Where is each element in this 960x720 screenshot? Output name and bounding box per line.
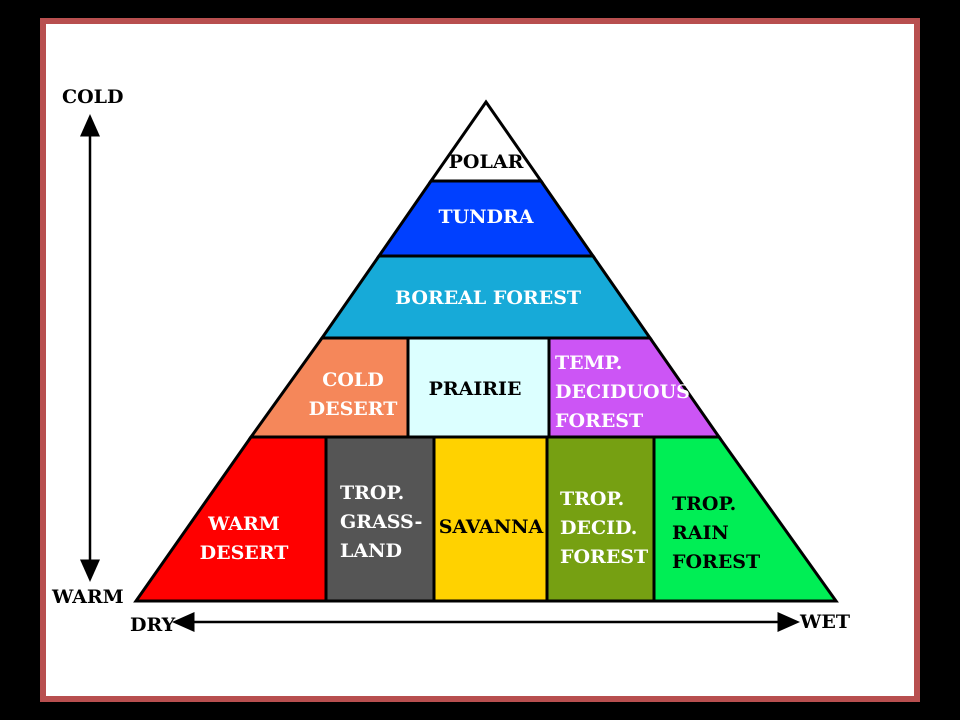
axis-label-cold: COLD [62, 86, 124, 108]
label-line: POLAR [449, 151, 524, 173]
axis-label-dry: DRY [130, 614, 176, 636]
region-trop-grassland [324, 435, 436, 603]
label-polar: POLAR [449, 151, 524, 173]
axis-label-warm: WARM [51, 586, 124, 608]
region-trop-decid [545, 435, 656, 603]
label-temp-deciduous: TEMP. DECIDUOUS FOREST [555, 352, 690, 432]
label-line: GRASS- [340, 511, 422, 533]
label-cold-desert: COLD DESERT [309, 369, 398, 420]
label-line: TUNDRA [438, 206, 533, 228]
label-line: RAIN [672, 522, 729, 544]
label-tundra: TUNDRA [438, 206, 533, 228]
label-trop-decid: TROP. DECID. FOREST [560, 488, 648, 568]
label-line: PRAIRIE [429, 378, 522, 400]
label-line: WARM [207, 513, 280, 535]
label-line: TROP. [560, 488, 624, 510]
label-line: SAVANNA [439, 516, 544, 538]
label-line: TROP. [672, 493, 736, 515]
label-line: BOREAL FOREST [395, 287, 581, 309]
label-line: DECIDUOUS [555, 381, 690, 403]
label-line: COLD [322, 369, 384, 391]
label-trop-rain: TROP. RAIN FOREST [672, 493, 760, 573]
label-line: LAND [340, 540, 402, 562]
axis-label-wet: WET [799, 611, 850, 633]
label-line: TEMP. [555, 352, 622, 374]
region-trop-rain [652, 435, 839, 603]
label-line: DECID. [560, 517, 637, 539]
label-line: DESERT [309, 398, 398, 420]
label-warm-desert: WARM DESERT [200, 513, 289, 564]
label-line: TROP. [340, 482, 404, 504]
label-line: FOREST [560, 546, 648, 568]
label-line: DESERT [200, 542, 289, 564]
label-savanna: SAVANNA [439, 516, 544, 538]
label-line: FOREST [555, 410, 643, 432]
label-prairie: PRAIRIE [429, 378, 522, 400]
region-prairie [406, 336, 551, 439]
label-boreal: BOREAL FOREST [395, 287, 581, 309]
label-line: FOREST [672, 551, 760, 573]
label-trop-grassland: TROP. GRASS- LAND [340, 482, 422, 562]
